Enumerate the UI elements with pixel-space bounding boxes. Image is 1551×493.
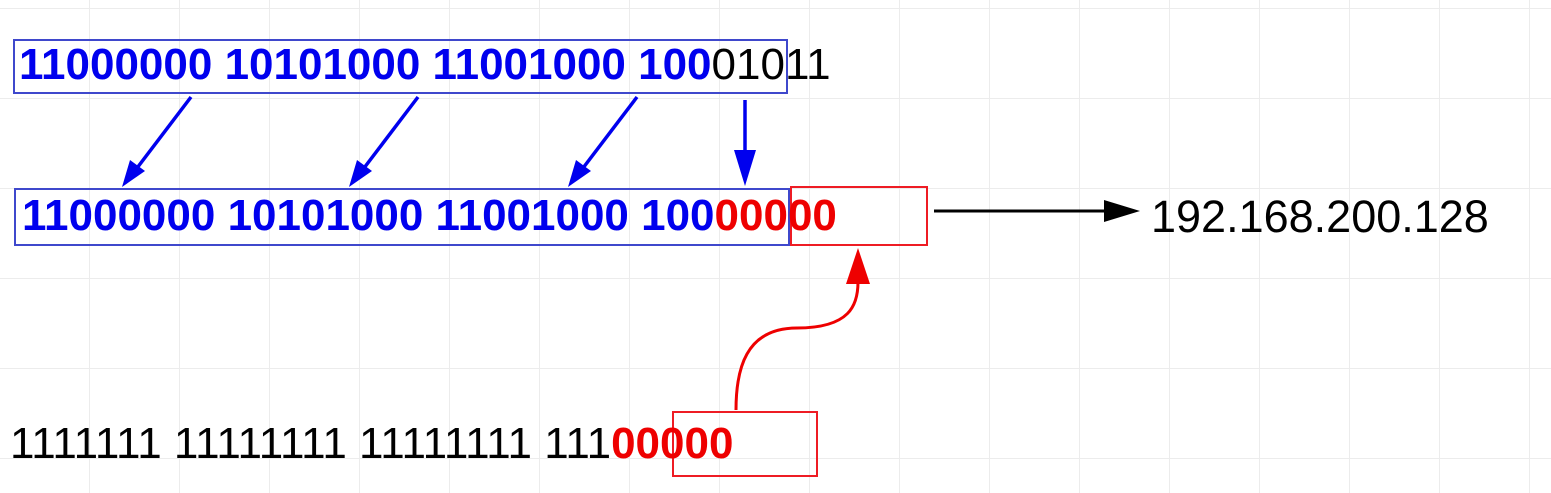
copy-arrow-octet-2-head: [349, 160, 372, 187]
copy-arrows: [122, 95, 756, 187]
copy-arrow-octet-2: [359, 95, 420, 174]
mask-arrow-head: [846, 248, 870, 284]
network-bits-original: 11000000 10101000 11001000 100: [19, 40, 712, 89]
host-bits-result: 00000: [714, 191, 837, 240]
network-bits-result: 11000000 10101000 11001000 100: [22, 191, 715, 240]
copy-arrow-octet-1-head: [122, 160, 145, 187]
subnet-mask-binary: 1111111 11111111 11111111 11100000: [10, 419, 733, 469]
network-bits-box-original: [13, 39, 788, 94]
host-bits-box-result: [790, 186, 928, 246]
copy-arrow-octet-3-head: [568, 160, 591, 187]
copy-arrow-octet-4-head: [734, 150, 756, 186]
ip-binary-result: 11000000 10101000 11001000 10000000: [22, 191, 837, 241]
host-bits-original: 01011: [711, 40, 831, 89]
mask-ones: 1111111 11111111 11111111 111: [10, 419, 612, 468]
ip-binary-original: 11000000 10101000 11001000 10001011: [19, 40, 831, 90]
network-address: 192.168.200.128: [1151, 191, 1489, 242]
result-arrow-head: [1104, 200, 1140, 222]
copy-arrow-octet-3: [578, 95, 639, 174]
network-bits-box-result: [14, 188, 790, 246]
mask-zeros: 00000: [611, 419, 734, 468]
mask-arrow: [734, 248, 870, 411]
mask-arrow-curve: [734, 281, 860, 411]
copy-arrow-octet-1: [132, 95, 193, 174]
result-arrow: [934, 200, 1140, 222]
mask-zeros-box: [672, 411, 818, 477]
